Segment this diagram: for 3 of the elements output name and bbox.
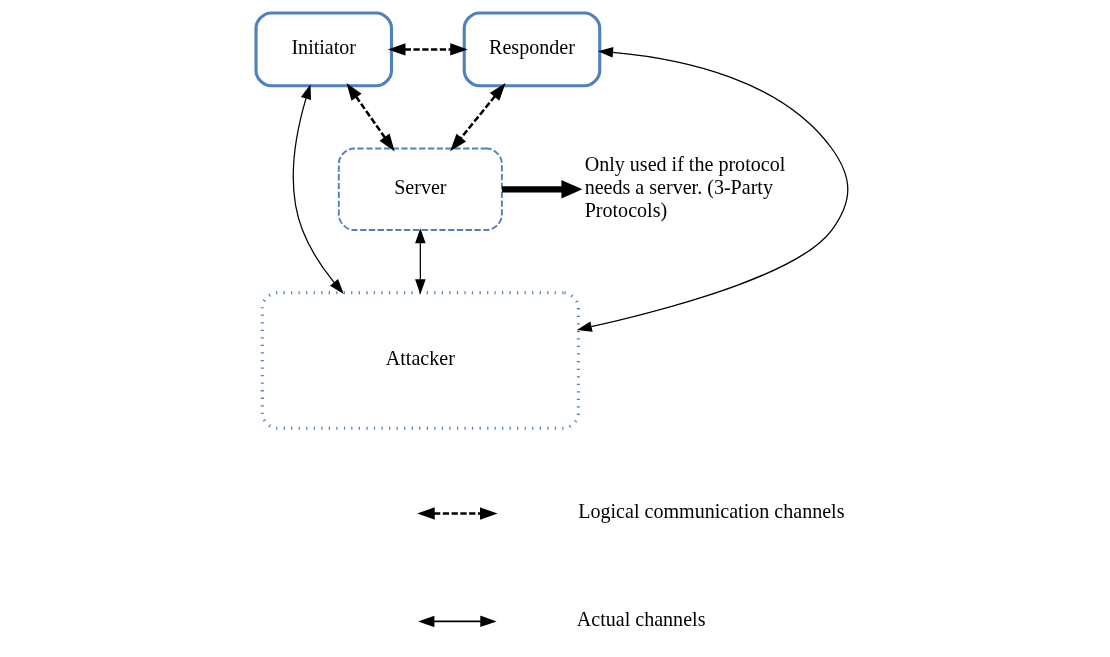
node-text: Only used if the protocol needs a server. (3-Party Protocols): [584, 153, 785, 221]
legend-label: Actual channels: [576, 608, 705, 631]
legend-label: Logical communication channels: [577, 500, 845, 523]
